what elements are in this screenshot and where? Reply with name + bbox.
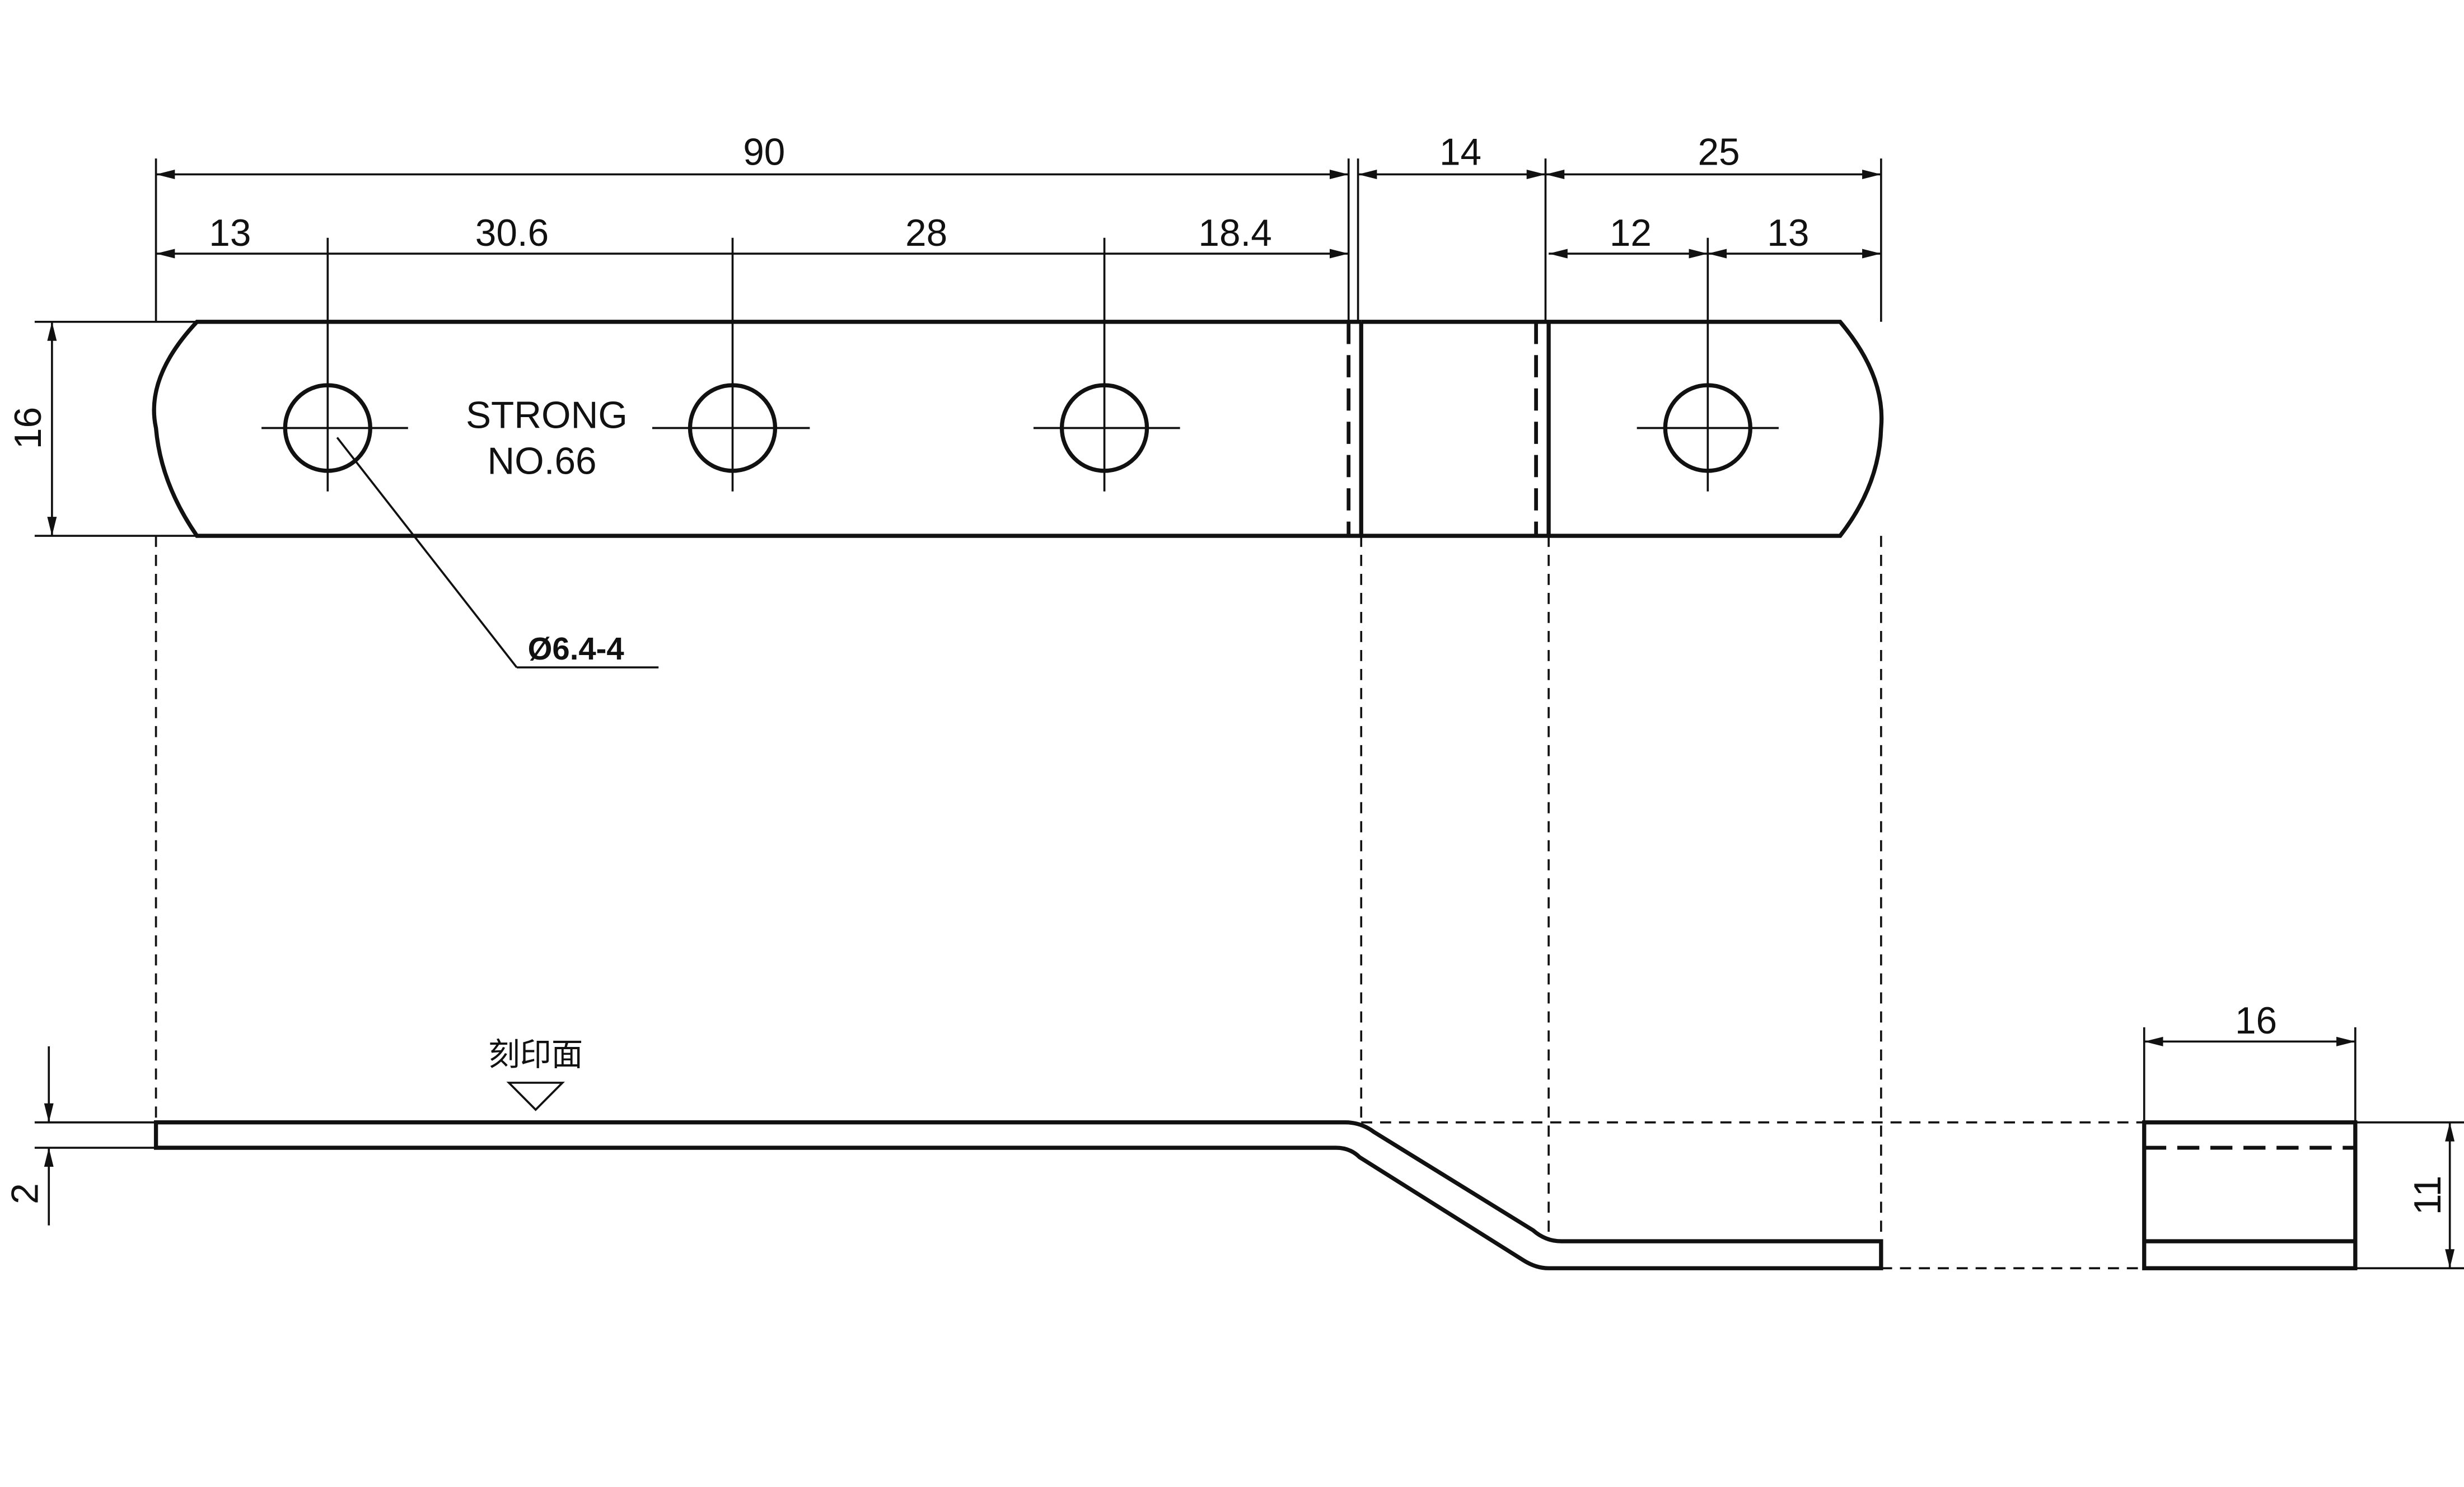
dim-text-90: 90 xyxy=(743,131,785,173)
dim-text-thickness-2: 2 xyxy=(4,1183,46,1204)
side-view-outline xyxy=(2142,1120,2358,1270)
marking-surface-triangle-icon xyxy=(506,1082,565,1111)
front-view-profile xyxy=(153,1120,1883,1270)
dim-text-14: 14 xyxy=(1439,131,1481,173)
dim-12-arrow-left xyxy=(1549,249,1568,259)
dim-row2-arrow-left xyxy=(156,249,175,259)
dim-thickness-arrow-bottom xyxy=(44,1148,54,1167)
hole-callout-leader xyxy=(336,437,518,668)
dim-text-25: 25 xyxy=(1698,131,1740,173)
dim-text-side-16: 16 xyxy=(2235,1000,2277,1042)
dim-side16-arrow-left xyxy=(2144,1036,2163,1046)
dim-text-13-left: 13 xyxy=(209,212,251,254)
dim-text-offset-11: 11 xyxy=(2407,1176,2449,1215)
side-view: 16 11 xyxy=(2142,1000,2464,1270)
dim-offset-arrow-bottom xyxy=(2445,1249,2455,1269)
dim-width-arrow-bottom xyxy=(47,517,57,536)
stamp-text-line1: STRONG xyxy=(466,394,628,436)
projection-lines xyxy=(155,536,2144,1270)
top-view-outline-left xyxy=(152,320,1362,538)
dim-offset-arrow-top xyxy=(2445,1122,2455,1142)
stamp-text-line2: NO.66 xyxy=(487,440,596,482)
dim-25-arrow-right xyxy=(1862,169,1881,179)
dim-13r-arrow-left xyxy=(1708,249,1727,259)
dim-text-30-6: 30.6 xyxy=(475,212,549,254)
dim-side16-arrow-right xyxy=(2336,1036,2355,1046)
dim-thickness-arrow-top xyxy=(44,1103,54,1123)
marking-surface-label: 刻印面 xyxy=(488,1037,583,1072)
hole-callout-text: Ø6.4-4 xyxy=(528,631,625,666)
top-view: STRONG NO.66 Ø6.4-4 xyxy=(152,237,1884,668)
dim-text-28: 28 xyxy=(905,212,947,254)
dim-12-arrow-right xyxy=(1689,249,1708,259)
dim-width-arrow-top xyxy=(47,321,57,341)
dim-text-width-16: 16 xyxy=(7,407,49,450)
dim-row2-arrow-right xyxy=(1329,249,1349,259)
dim-90-arrow-right xyxy=(1329,169,1349,179)
dim-14-arrow-left xyxy=(1358,169,1377,179)
top-view-outline-right xyxy=(1361,320,1884,538)
dim-14-arrow-right xyxy=(1526,169,1546,179)
front-view: 刻印面 2 xyxy=(4,1037,1883,1270)
dim-text-13-right: 13 xyxy=(1767,212,1809,254)
dim-text-18-4: 18.4 xyxy=(1198,212,1271,254)
dim-text-12: 12 xyxy=(1610,212,1652,254)
dim-25-arrow-left xyxy=(1545,169,1565,179)
dim-13r-arrow-right xyxy=(1862,249,1881,259)
top-dimensions: 90 14 25 13 30.6 28 18.4 12 13 16 xyxy=(7,131,1882,537)
dim-90-arrow-left xyxy=(156,169,175,179)
